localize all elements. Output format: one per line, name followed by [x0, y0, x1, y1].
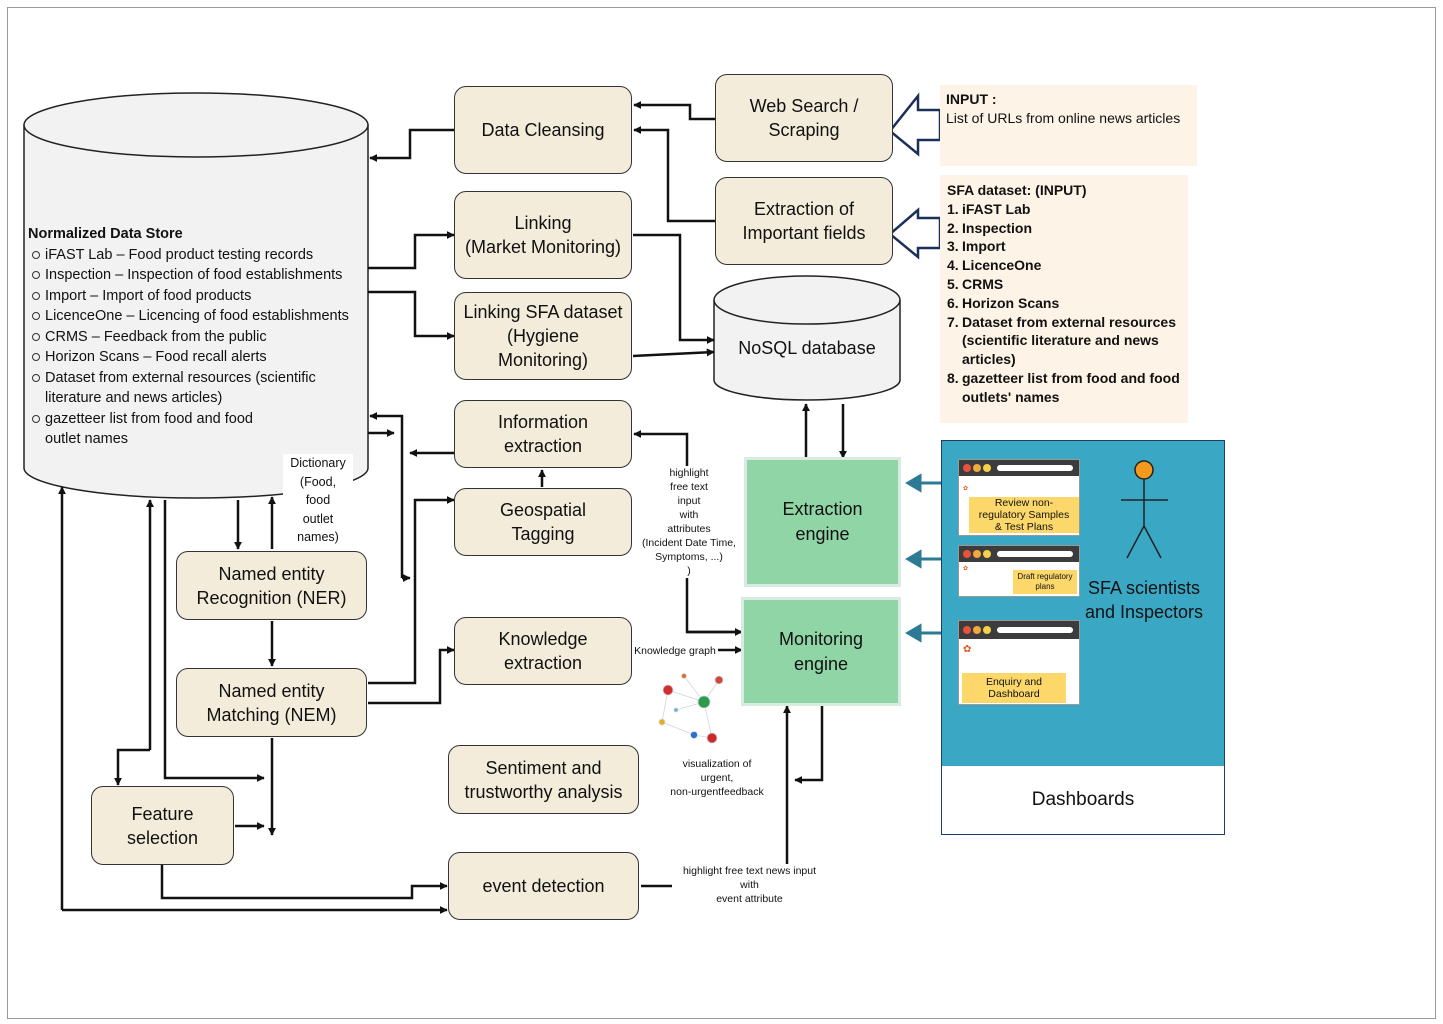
- dashboard-card-draft[interactable]: ✿ Draft regulatory plans: [958, 545, 1080, 597]
- list-item: Dataset from external resources (scienti…: [28, 368, 368, 409]
- input-arrow-web: [888, 92, 942, 157]
- highlight-label: highlight free text input with attribute…: [637, 466, 741, 578]
- data-store-cylinder: [23, 92, 369, 499]
- knowledge-graph-icon: [658, 673, 724, 744]
- edge-loop-to-store: [369, 412, 404, 578]
- input-arrow-sfa: [888, 207, 942, 260]
- edge-nem-to-geo: [368, 496, 455, 685]
- list-item: iFAST Lab – Food product testing records: [28, 245, 368, 266]
- feature-selection-box[interactable]: Feature selection: [91, 786, 234, 865]
- list-item: CRMS – Feedback from the public: [28, 327, 368, 348]
- list-item: LicenceOne – Licencing of food establish…: [28, 306, 368, 327]
- users-label: SFA scientists and Inspectors: [1084, 578, 1204, 622]
- ner-box[interactable]: Named entity Recognition (NER): [176, 551, 367, 620]
- edge-fs-to-event: [160, 865, 448, 900]
- edge-store-to-linking-hygiene: [368, 290, 455, 340]
- data-store: Normalized Data Store iFAST Lab – Food p…: [28, 224, 368, 450]
- list-item: 3.Import: [947, 238, 1006, 255]
- information-extraction-box[interactable]: Information extraction: [454, 400, 632, 468]
- card-draft-text: Draft regulatory plans: [1013, 570, 1077, 594]
- data-store-title: Normalized Data Store: [28, 226, 183, 242]
- dashboard-card-enquiry[interactable]: ✿ Enquiry and Dashboard: [958, 620, 1080, 705]
- input-text: List of URLs from online news articles: [946, 110, 1181, 126]
- sfa-title: SFA dataset: [947, 182, 1027, 198]
- nosql-cylinder: [713, 275, 901, 401]
- nem-box[interactable]: Named entity Matching (NEM): [176, 668, 367, 737]
- monitoring-engine[interactable]: Monitoring engine: [741, 597, 901, 706]
- dictionary-label: Dictionary (Food, food outlet names): [283, 454, 353, 547]
- edge-cleansing-to-store: [369, 128, 454, 162]
- data-store-list: iFAST Lab – Food product testing records…: [28, 245, 368, 450]
- list-item: Inspection – Inspection of food establis…: [28, 265, 368, 286]
- extraction-engine[interactable]: Extraction engine: [744, 457, 901, 587]
- list-item: Horizon Scans – Food recall alerts: [28, 347, 368, 368]
- edge-store-to-sentiment: [163, 500, 265, 782]
- dashboards-label: Dashboards: [1031, 789, 1135, 810]
- edge-hygiene-to-nosql: [632, 348, 715, 358]
- edge-web-to-cleansing: [633, 101, 715, 121]
- sfa-logo-icon: ✿: [963, 644, 972, 655]
- sfa-logo-icon: ✿: [963, 486, 969, 492]
- knowledge-graph-label: Knowledge graph: [632, 644, 718, 658]
- list-item: 6.Horizon Scans: [947, 294, 1060, 311]
- event-detection-box[interactable]: event detection: [448, 852, 639, 920]
- linking-hygiene-box[interactable]: Linking SFA dataset (Hygiene Monitoring): [454, 292, 632, 380]
- card-enquiry-text: Enquiry and Dashboard: [962, 673, 1066, 703]
- user-icon: [1121, 460, 1168, 559]
- visualization-label: visualization of urgent, non-urgentfeedb…: [660, 757, 774, 799]
- list-item: 7.Dataset from external resources (scien…: [947, 313, 1176, 368]
- list-item: 2.Inspection: [947, 219, 1033, 236]
- list-item: 5.CRMS: [947, 275, 1004, 292]
- edge-nem-to-knowledge: [368, 646, 455, 705]
- input-title: INPUT :: [946, 91, 997, 107]
- edge-store-to-fs: [114, 748, 150, 786]
- list-item: 8.gazetteer list from food and food outl…: [947, 369, 1180, 405]
- sfa-title-suffix: : (INPUT): [1026, 182, 1087, 198]
- geospatial-tagging-box[interactable]: Geospatial Tagging: [454, 488, 632, 556]
- list-item: Import – Import of food products: [28, 286, 368, 307]
- nosql-label: NoSQL database: [738, 338, 876, 358]
- dashboard-card-review[interactable]: ✿ Review non- regulatory Samples & Test …: [958, 459, 1080, 536]
- knowledge-extraction-box[interactable]: Knowledge extraction: [454, 617, 632, 685]
- sfa-input-box: [940, 175, 1188, 423]
- sfa-logo-icon: ✿: [963, 566, 969, 572]
- list-item: gazetteer list from food and food outlet…: [28, 409, 368, 450]
- sentiment-box[interactable]: Sentiment and trustworthy analysis: [448, 745, 639, 814]
- list-item: 1.iFAST Lab: [947, 200, 1031, 217]
- extraction-fields-box[interactable]: Extraction of Important fields: [715, 177, 893, 265]
- linking-market-box[interactable]: Linking (Market Monitoring): [454, 191, 632, 279]
- highlight-news-label: highlight free text news input with even…: [672, 864, 827, 906]
- data-cleansing-box[interactable]: Data Cleansing: [454, 86, 632, 174]
- sfa-dataset-list: SFA dataset: (INPUT) 1.iFAST Lab 2.Inspe…: [947, 181, 1183, 407]
- list-item: 4.LicenceOne: [947, 257, 1042, 274]
- input-urls-box: INPUT : List of URLs from online news ar…: [940, 85, 1197, 166]
- edge-store-to-linking-market: [368, 231, 455, 270]
- card-review-text: Review non- regulatory Samples & Test Pl…: [969, 497, 1079, 533]
- edge-monitor-to-sentiment: [794, 706, 824, 784]
- edge-fields-to-cleansing: [633, 126, 715, 223]
- edge-market-to-nosql: [633, 233, 715, 344]
- web-search-box[interactable]: Web Search / Scraping: [715, 74, 893, 162]
- page-frame: [7, 7, 1436, 1019]
